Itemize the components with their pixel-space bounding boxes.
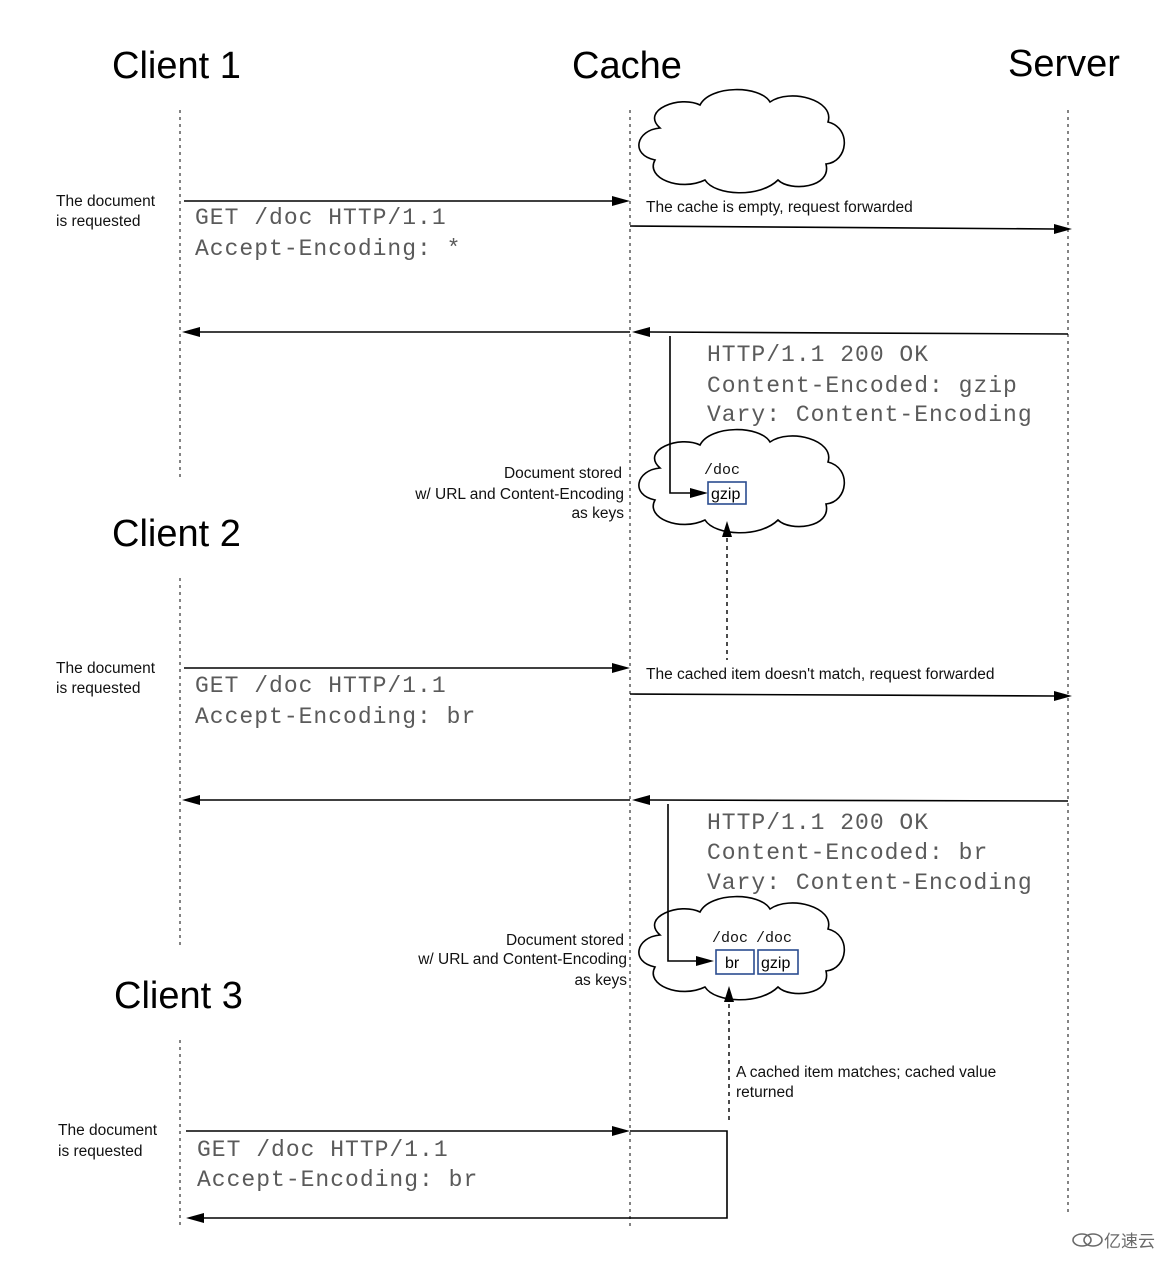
watermark: 亿速云	[1072, 1232, 1155, 1252]
cache-forward-arrowhead-2	[1054, 691, 1072, 701]
client3-request-note-line2: is requested	[58, 1143, 142, 1160]
store-arrow-1	[669, 336, 690, 494]
cache-forward-arrow-2	[629, 693, 1055, 697]
cached-response-arrowhead	[186, 1213, 204, 1223]
client3-request-note-line1: The document	[58, 1122, 158, 1139]
client2-title: Client 2	[112, 513, 241, 555]
cloud2-br-key: br	[725, 955, 740, 972]
cache-forward-arrowhead-1	[1054, 224, 1072, 234]
cache-cloud-empty	[638, 88, 846, 194]
lookup-arrowhead-3	[724, 986, 734, 1002]
cloud1-doc-path: /doc	[704, 462, 740, 479]
store-arrow-2	[667, 804, 696, 962]
store-arrowhead-1	[690, 488, 708, 498]
cloud1-gzip-key-box	[707, 481, 747, 505]
server-response-arrow-2	[649, 799, 1069, 802]
stored1-note-line3: as keys	[571, 505, 624, 522]
cache-cloud-stored-gzip	[638, 428, 846, 534]
server-title: Server	[1008, 43, 1120, 85]
client2-request-line2: Accept-Encoding: br	[195, 704, 476, 730]
cloud2-gzip-key: gzip	[761, 955, 790, 972]
cloud-logo-icon	[1072, 1233, 1103, 1247]
store-arrowhead-2	[696, 956, 714, 966]
client1-request-note-line2: is requested	[56, 213, 140, 230]
stored1-note-line2: w/ URL and Content-Encoding	[414, 486, 624, 503]
match-note-line1: A cached item matches; cached value	[736, 1064, 996, 1081]
cache-forward-arrow-1	[629, 225, 1055, 230]
server-response-arrow-1	[649, 331, 1069, 335]
lookup-arrowhead-2	[722, 521, 732, 537]
stored1-note-line1: Document stored	[504, 465, 622, 482]
client1-request-note-line1: The document	[56, 193, 156, 210]
cache-title: Cache	[572, 45, 682, 87]
server-response1-line2: Content-Encoded: gzip	[707, 373, 1018, 399]
cloud1-gzip-key: gzip	[711, 486, 740, 503]
server-response1-line3: Vary: Content-Encoding	[707, 402, 1033, 428]
cache-to-client2-arrowhead	[182, 795, 200, 805]
server-response-arrowhead-1	[632, 327, 650, 337]
client2-request-arrowhead	[612, 663, 630, 673]
client1-request-line1: GET /doc HTTP/1.1	[195, 205, 447, 231]
match-note-line2: returned	[736, 1084, 794, 1101]
cache-empty-note: The cache is empty, request forwarded	[646, 199, 913, 216]
client3-request-arrowhead	[612, 1126, 630, 1136]
client3-request-line1: GET /doc HTTP/1.1	[197, 1137, 449, 1163]
stored2-note-line3: as keys	[574, 972, 627, 989]
server-response1-line1: HTTP/1.1 200 OK	[707, 342, 929, 368]
server-response2-line1: HTTP/1.1 200 OK	[707, 810, 929, 836]
server-response2-line2: Content-Encoded: br	[707, 840, 988, 866]
cloud2-gzip-key-box	[757, 949, 799, 975]
client3-request-line2: Accept-Encoding: br	[197, 1167, 478, 1193]
client3-title: Client 3	[114, 975, 243, 1017]
cloud2-br-key-box	[715, 949, 755, 975]
client2-request-note-line1: The document	[56, 660, 156, 677]
stored2-note-line2: w/ URL and Content-Encoding	[417, 951, 627, 968]
client1-title: Client 1	[112, 45, 241, 87]
server-response-arrowhead-2	[632, 795, 650, 805]
watermark-text: 亿速云	[1104, 1232, 1155, 1252]
cloud2-doc-path-gzip: /doc	[756, 930, 792, 947]
cache-cloud-stored-br-gzip	[638, 895, 846, 1001]
cached-response-arrow	[204, 1130, 728, 1219]
server-response2-line3: Vary: Content-Encoding	[707, 870, 1033, 896]
cache-to-client1-arrowhead	[182, 327, 200, 337]
stored2-note-line1: Document stored	[506, 932, 624, 949]
client1-request-line2: Accept-Encoding: *	[195, 236, 461, 262]
cloud2-doc-path-br: /doc	[712, 930, 748, 947]
cache-mismatch-note: The cached item doesn't match, request f…	[646, 666, 994, 683]
client1-request-arrowhead	[612, 196, 630, 206]
client2-request-note-line2: is requested	[56, 680, 140, 697]
client2-request-line1: GET /doc HTTP/1.1	[195, 673, 447, 699]
